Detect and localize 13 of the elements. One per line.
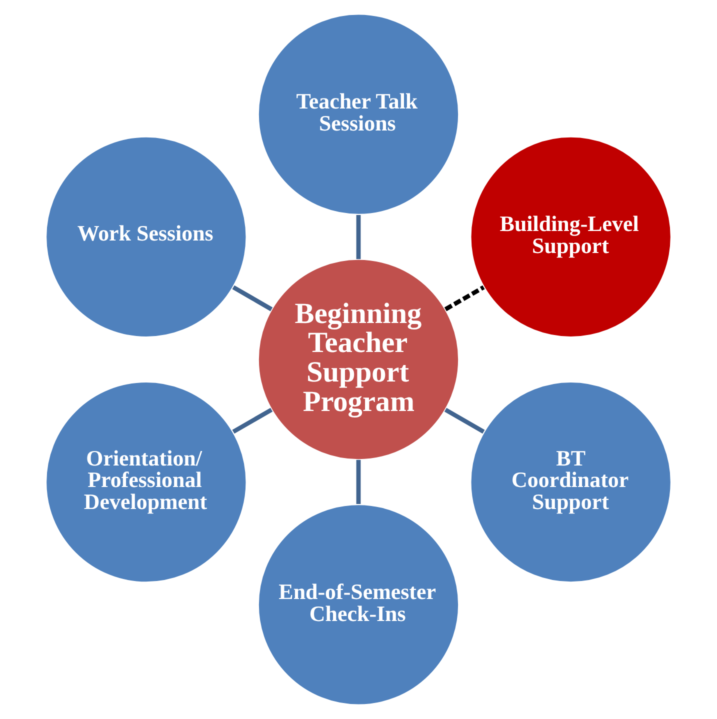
connector xyxy=(232,285,273,312)
connector xyxy=(356,215,361,260)
node-circle: Orientation/ Professional Development xyxy=(45,381,248,584)
node-circle: Building-Level Support xyxy=(470,136,672,338)
node-circle: BT Coordinator Support xyxy=(470,381,672,584)
connector xyxy=(444,285,485,312)
connector xyxy=(444,408,485,434)
node-circle: Beginning Teacher Support Program xyxy=(257,258,460,461)
node-circle: Teacher Talk Sessions xyxy=(257,13,460,216)
connector xyxy=(232,408,273,434)
node-circle: End-of-Semester Check-Ins xyxy=(257,504,460,706)
connector xyxy=(356,460,361,504)
node-circle: Work Sessions xyxy=(45,136,248,338)
